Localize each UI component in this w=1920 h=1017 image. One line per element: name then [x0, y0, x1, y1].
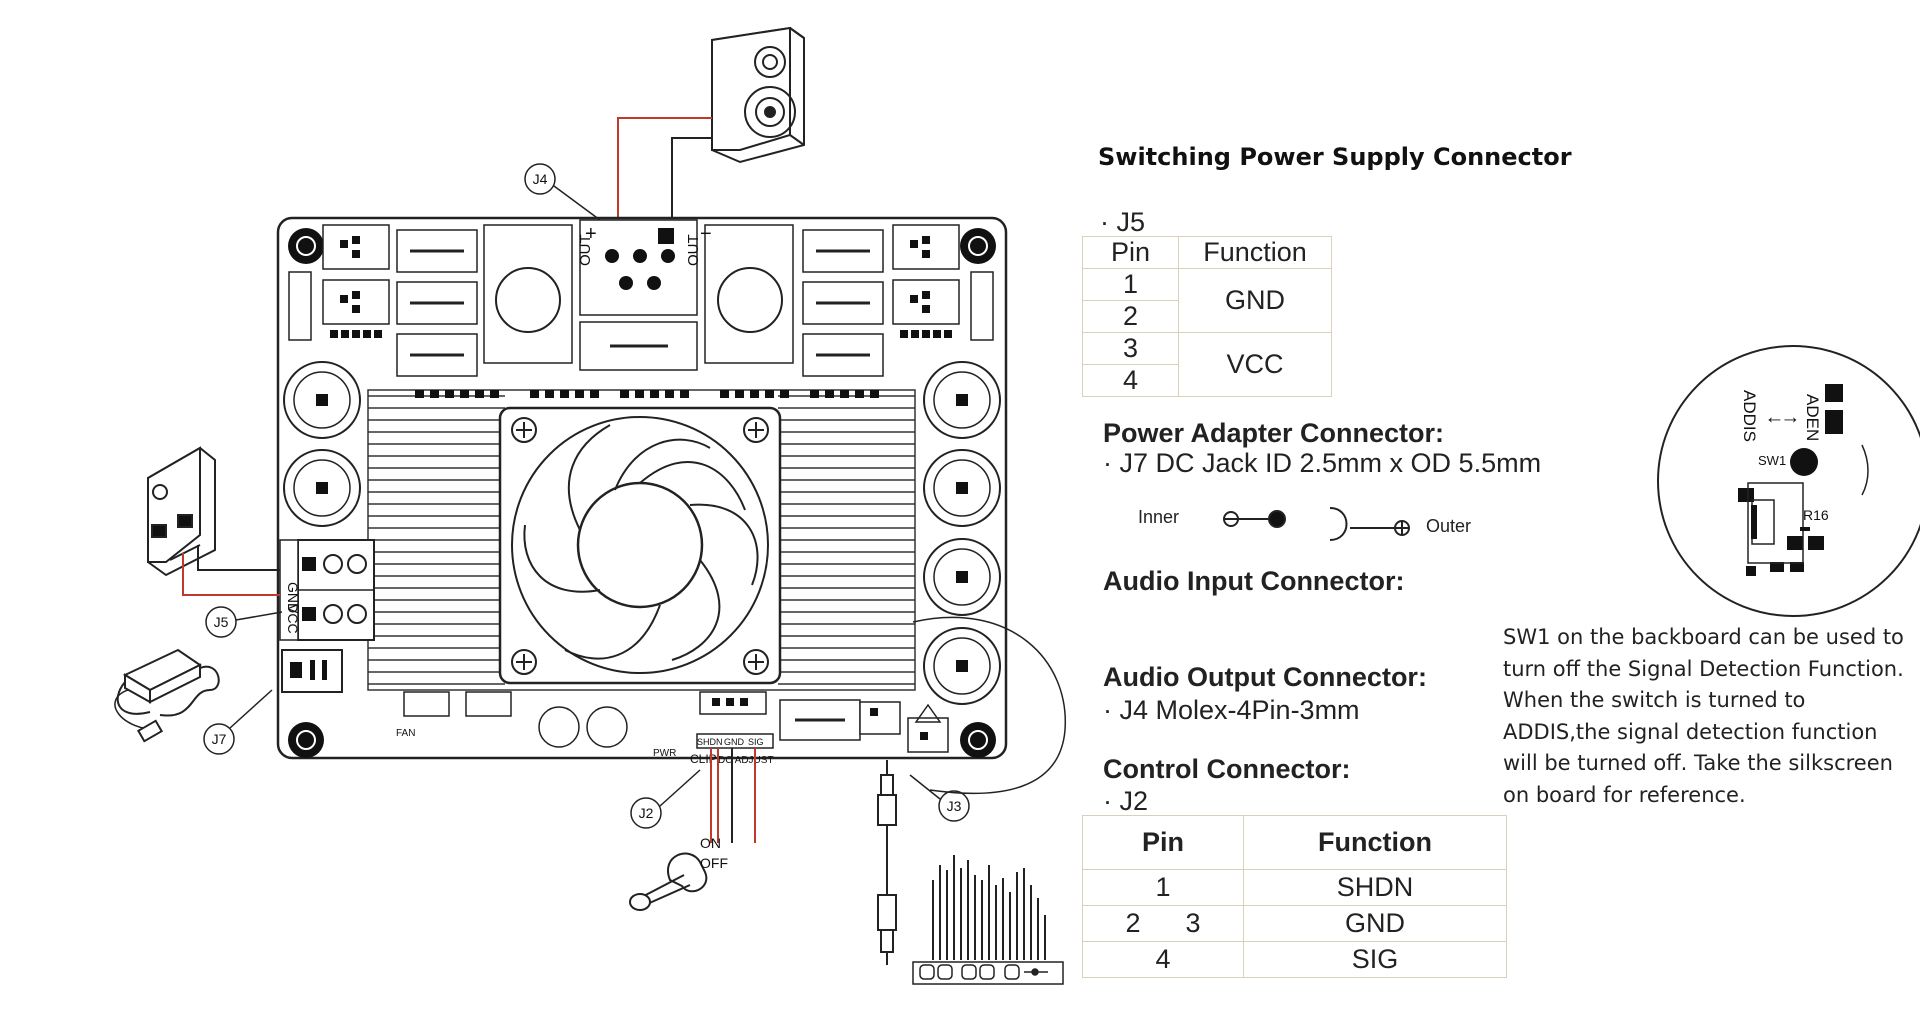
j2-header-function: Function	[1243, 815, 1507, 870]
j2-row-3-pin: 4	[1082, 941, 1244, 978]
inner-label: Inner	[1138, 507, 1179, 527]
pcb-board	[276, 216, 1008, 760]
power-adapter-icon	[114, 648, 220, 743]
switch-off-label: OFF	[700, 855, 728, 871]
sw1-zoom-view: ADEN ADDIS SW1 R16 ↑ ↓	[1657, 345, 1920, 617]
j2-row-3-function: SIG	[1243, 941, 1507, 978]
j2-row-1-pin: 1	[1082, 869, 1244, 906]
clip-silk-label: CLIP	[690, 752, 717, 766]
j5-pin-2: 2	[1082, 300, 1179, 333]
sw1-label: SW1	[1758, 453, 1786, 468]
toggle-switch-icon	[629, 852, 708, 911]
j5-pin-3: 3	[1082, 332, 1179, 365]
j5-pin-table: Pin Function 1 GND 2 3 VCC 4	[1082, 236, 1332, 397]
j2-row-2-function: GND	[1243, 905, 1507, 942]
j5-header-function: Function	[1178, 236, 1332, 269]
j5-function-vcc: VCC	[1178, 332, 1332, 397]
j2-row-2-pin: 2 3	[1082, 905, 1244, 942]
polarity-symbol	[1223, 507, 1410, 541]
svg-text:↑: ↑	[1780, 415, 1802, 425]
sw1-note: SW1 on the backboard can be used to turn…	[1503, 625, 1904, 807]
j2-row-1-function: SHDN	[1243, 869, 1507, 906]
j5-subheading: · J5	[1100, 207, 1146, 237]
switch-on-label: ON	[700, 835, 721, 851]
j5-header-pin: Pin	[1082, 236, 1179, 269]
out-minus-label: −	[700, 223, 712, 245]
switching-heading: Switching Power Supply Connector	[1098, 143, 1572, 171]
j2-header-pin: Pin	[1082, 815, 1244, 870]
sig-silk-label: SIG	[748, 737, 764, 747]
svg-text:↓: ↓	[1764, 415, 1786, 425]
j7-subheading: · J7 DC Jack ID 2.5mm x OD 5.5mm	[1103, 448, 1542, 478]
control-heading: Control Connector:	[1103, 754, 1351, 784]
fan-silk-label: FAN	[396, 728, 415, 739]
out-plus-label: +	[585, 223, 597, 245]
dc-adjust-silk-label: DC ADJUST	[718, 755, 774, 766]
aden-label: ADEN	[1803, 394, 1822, 441]
j2-pin-table: Pin Function 1 SHDN 2 3 GND 4 SIG	[1082, 815, 1507, 978]
gnd2-silk-label: GND	[724, 737, 745, 747]
speaker-icon	[711, 26, 805, 164]
r16-label: R16	[1803, 507, 1829, 523]
callout-j5	[205, 606, 237, 638]
j2-subheading: · J2	[1103, 786, 1149, 816]
audio-output-heading: Audio Output Connector:	[1103, 662, 1427, 692]
cooling-fan-icon	[498, 406, 782, 685]
j7-dc-jack	[281, 649, 343, 693]
audio-input-heading: Audio Input Connector:	[1103, 566, 1405, 596]
callout-j4	[524, 163, 556, 195]
j5-pin-4: 4	[1082, 364, 1179, 397]
callout-j5-label: J5	[214, 614, 229, 630]
callout-j7-label: J7	[212, 731, 227, 747]
callout-j3-label: J3	[947, 798, 962, 814]
outer-label: Outer	[1426, 516, 1471, 536]
out-left-label: OUT	[577, 234, 594, 266]
j4-subheading: · J4 Molex-4Pin-3mm	[1103, 695, 1360, 725]
callout-j2-label: J2	[639, 805, 654, 821]
addis-label: ADDIS	[1740, 390, 1759, 442]
out-right-label: OUT	[685, 234, 702, 266]
j5-function-gnd: GND	[1178, 268, 1332, 333]
power-supply-icon	[147, 446, 216, 577]
audio-player-icon	[912, 855, 1064, 985]
vcc-silk-label: VCC	[285, 604, 301, 634]
audio-plug-icon	[877, 760, 897, 965]
gnd-silk-label: GND	[285, 582, 301, 613]
callout-j2	[630, 797, 662, 829]
pwr-silk-label: PWR	[653, 748, 676, 759]
callout-j3	[938, 790, 970, 822]
power-adapter-heading: Power Adapter Connector:	[1103, 418, 1445, 448]
callout-j7	[203, 723, 235, 755]
j5-pin-1: 1	[1082, 268, 1179, 301]
callout-j4-label: J4	[533, 171, 548, 187]
shdn-silk-label: SHDN	[697, 737, 723, 747]
j5-terminal-block	[279, 539, 375, 641]
